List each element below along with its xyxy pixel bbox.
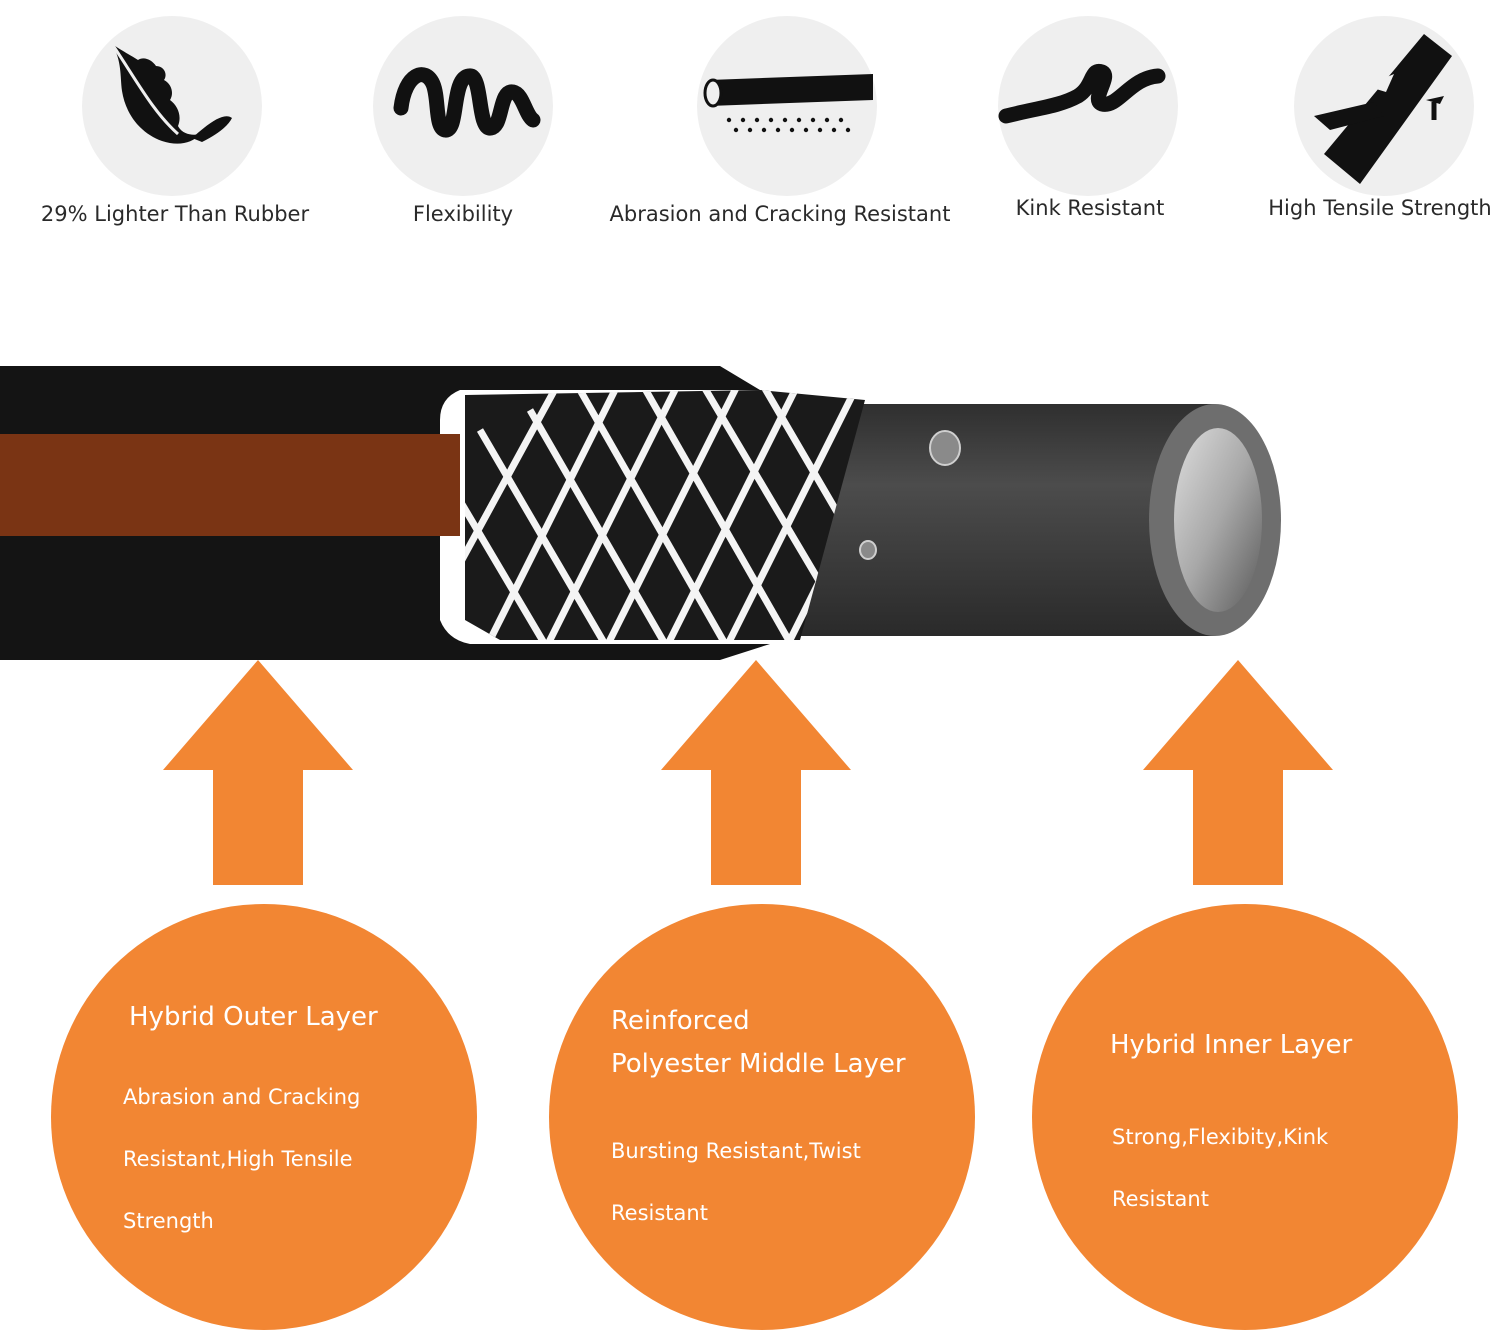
feature-label-lighter: 29% Lighter Than Rubber bbox=[40, 202, 310, 226]
flexible-hose-icon bbox=[373, 16, 553, 196]
feature-label-kink: Kink Resistant bbox=[1015, 196, 1165, 220]
kink-hose-icon bbox=[998, 16, 1178, 196]
outer-layer-arrow bbox=[163, 660, 353, 885]
middle-layer-title: Reinforced Polyester Middle Layer bbox=[611, 1006, 906, 1079]
feature-label-abrasion: Abrasion and Cracking Resistant bbox=[609, 202, 951, 226]
feature-label-flexibility: Flexibility bbox=[412, 202, 514, 226]
outer-layer-title: Hybrid Outer Layer bbox=[129, 1002, 378, 1032]
inner-layer-circle: Hybrid Inner Layer Strong,Flexibity,Kink… bbox=[1032, 904, 1458, 1330]
middle-layer-arrow bbox=[661, 660, 851, 885]
feature-label-tensile: High Tensile Strength bbox=[1268, 196, 1492, 220]
tensile-strength-icon bbox=[1294, 16, 1474, 196]
hose-cross-section-illustration bbox=[0, 340, 1500, 680]
inner-layer-description: Strong,Flexibity,Kink Resistant bbox=[1112, 1125, 1329, 1211]
feather-icon bbox=[82, 16, 262, 196]
abrasion-hose-icon bbox=[697, 16, 877, 196]
outer-layer-circle: Hybrid Outer Layer Abrasion and Cracking… bbox=[51, 904, 477, 1330]
inner-layer-title: Hybrid Inner Layer bbox=[1110, 1030, 1353, 1060]
middle-layer-circle: Reinforced Polyester Middle Layer Bursti… bbox=[549, 904, 975, 1330]
inner-layer-arrow bbox=[1143, 660, 1333, 885]
middle-layer-description: Bursting Resistant,Twist Resistant bbox=[611, 1139, 861, 1225]
outer-layer-description: Abrasion and Cracking Resistant,High Ten… bbox=[123, 1085, 361, 1233]
